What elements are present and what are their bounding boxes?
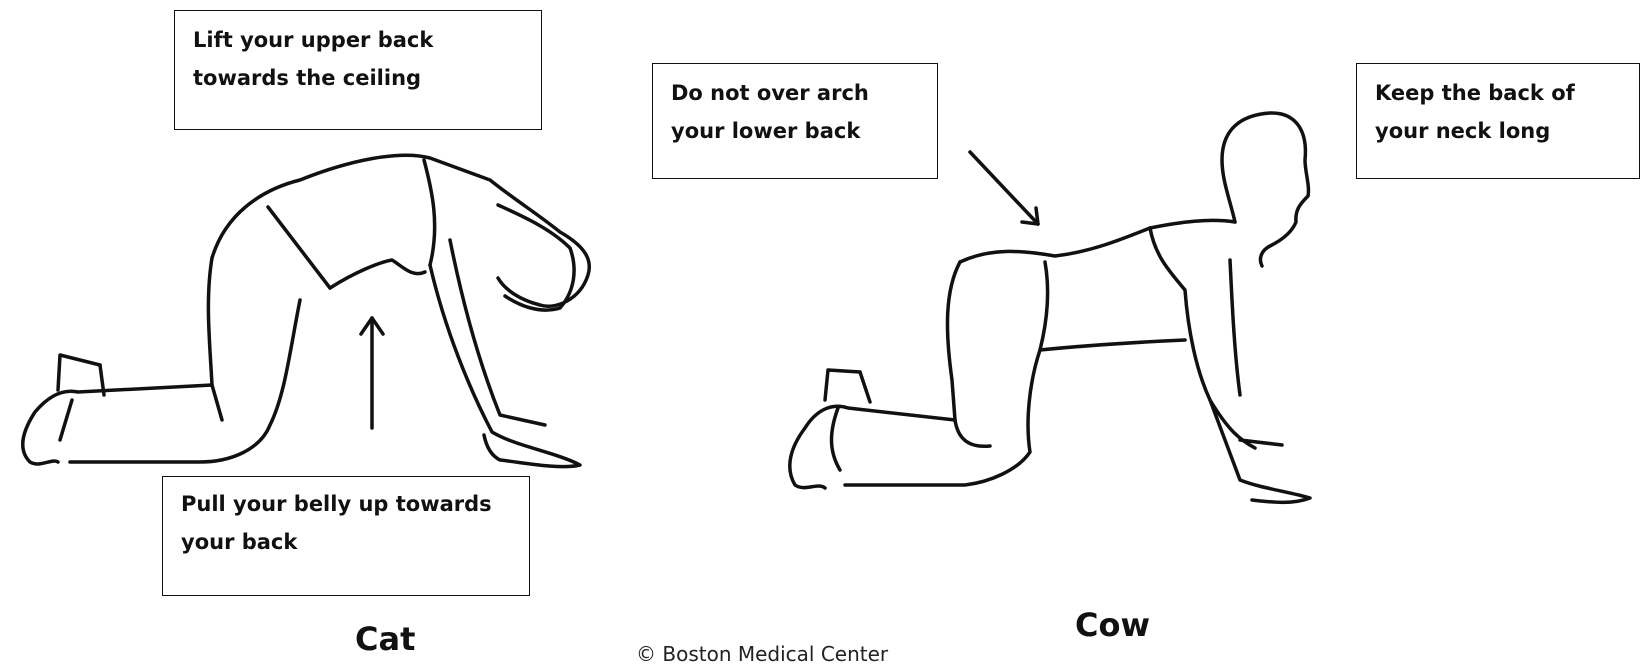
tip-lift-upper-back: Lift your upper back towards the ceiling bbox=[174, 10, 542, 130]
copyright-notice: © Boston Medical Center bbox=[636, 642, 888, 666]
tip-pull-belly: Pull your belly up towards your back bbox=[162, 476, 530, 596]
cow-caption: Cow bbox=[1075, 606, 1150, 644]
tip-do-not-over-arch: Do not over arch your lower back bbox=[652, 63, 938, 179]
cat-figure bbox=[23, 155, 589, 466]
cat-caption: Cat bbox=[355, 620, 415, 658]
up-arrow-icon bbox=[361, 318, 383, 428]
diagonal-arrow-icon bbox=[970, 152, 1038, 224]
tip-neck-long: Keep the back of your neck long bbox=[1356, 63, 1640, 179]
